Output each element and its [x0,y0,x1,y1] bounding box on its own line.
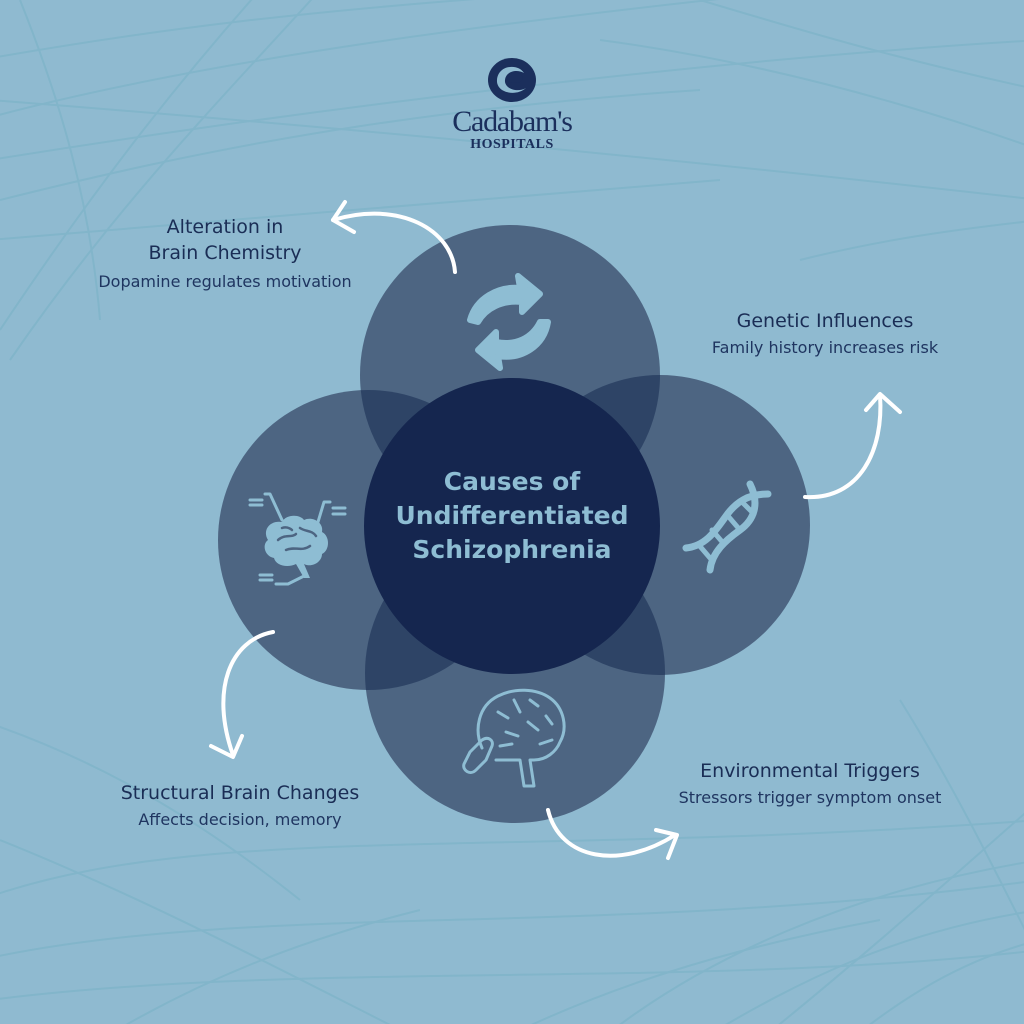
arrow-head-environmental-triggers [654,828,679,860]
arrow-to-genetic-influences [803,393,883,500]
arrow-head-structural-changes [209,734,244,759]
arrow-to-structural-changes [221,630,275,757]
cause-description: Family history increases risk [711,338,939,357]
cause-title-line: Environmental Triggers [700,760,920,782]
swirl-c-logo-icon [488,58,536,102]
cause-title-line: Genetic Influences [736,310,914,332]
arrow-head-genetic-influences [864,392,902,414]
label-genetic-influences: Genetic Influences Family history increa… [680,308,970,360]
refresh-arrows-icon [467,273,551,371]
brand-subtitle: HOSPITALS [470,137,554,152]
arrow-head-brain-chemistry [331,200,356,234]
cause-description: Dopamine regulates motivation [98,272,352,291]
cause-title-line: Brain Chemistry [148,242,302,264]
label-brain-chemistry: Alteration in Brain Chemistry Dopamine r… [60,214,390,294]
label-environmental-triggers: Environmental Triggers Stressors trigger… [640,758,980,810]
brand-name: Cadabam's [452,105,573,138]
center-title-line: Undifferentiated [395,501,629,530]
center-title-line: Causes of [443,467,581,496]
center-title-line: Schizophrenia [412,535,612,564]
label-structural-changes: Structural Brain Changes Affects decisio… [80,780,400,832]
cause-title-line: Structural Brain Changes [120,782,360,804]
arrow-to-environmental-triggers [546,808,677,858]
brain-diagram-icon [248,492,347,586]
cause-description: Affects decision, memory [138,810,342,829]
center-circle [364,378,660,674]
dna-icon [682,480,772,574]
center-title: Causes of Undifferentiated Schizophrenia [362,465,662,567]
brand-logo: Cadabam's HOSPITALS [0,55,1024,153]
arrow-to-brain-chemistry [331,211,457,274]
cause-title-line: Alteration in [166,216,284,238]
brain-hand-icon [462,688,566,788]
cause-description: Stressors trigger symptom onset [678,788,942,807]
